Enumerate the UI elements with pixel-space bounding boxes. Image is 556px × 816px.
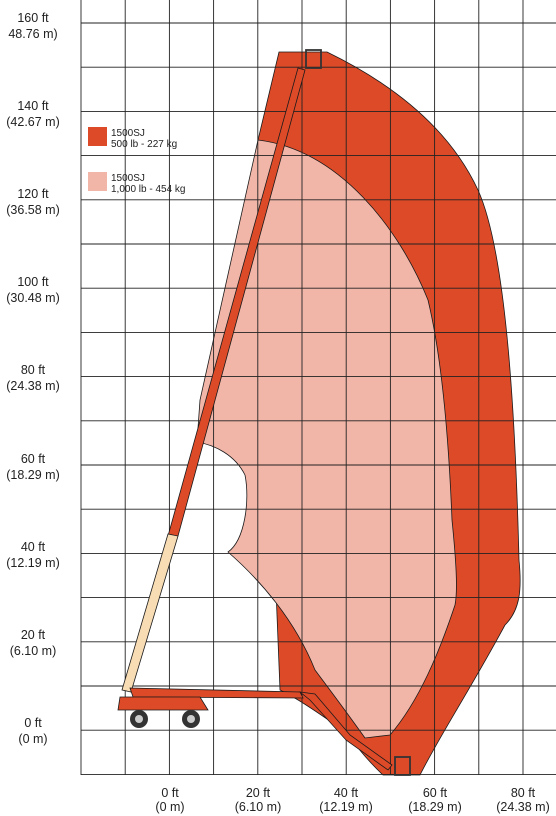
y-tick-100-metric: (30.48 m) — [6, 291, 60, 305]
y-axis-labels: 160 ft 48.76 m) 140 ft (42.67 m) 120 ft … — [6, 11, 60, 746]
y-tick-40-metric: (12.19 m) — [6, 556, 60, 570]
legend-swatch-1000lb — [88, 172, 107, 191]
lower-boom — [121, 533, 179, 693]
y-tick-140: 140 ft — [17, 99, 49, 113]
jib-lower — [129, 687, 304, 699]
rear-hub — [135, 715, 143, 723]
x-tick-80-metric: (24.38 m) — [496, 800, 550, 814]
legend-capacity-1000lb: 1,000 lb - 454 kg — [111, 184, 186, 195]
y-tick-20: 20 ft — [21, 628, 46, 642]
x-tick-20-metric: (6.10 m) — [235, 800, 282, 814]
x-tick-40: 40 ft — [334, 786, 359, 800]
y-tick-40: 40 ft — [21, 540, 46, 554]
y-tick-0: 0 ft — [24, 716, 42, 730]
jib-arm — [298, 691, 393, 771]
legend-swatch-500lb — [88, 127, 107, 146]
y-tick-160-metric: 48.76 m) — [8, 27, 57, 41]
y-tick-60-metric: (18.29 m) — [6, 468, 60, 482]
y-tick-20-metric: (6.10 m) — [10, 644, 57, 658]
legend-model-500lb: 1500SJ — [111, 128, 145, 139]
lower-basket — [394, 756, 411, 776]
upper-basket — [305, 49, 322, 69]
y-tick-80-metric: (24.38 m) — [6, 379, 60, 393]
x-tick-60-metric: (18.29 m) — [408, 800, 462, 814]
legend-model-1000lb: 1500SJ — [111, 173, 145, 184]
x-tick-40-metric: (12.19 m) — [319, 800, 373, 814]
y-tick-0-metric: (0 m) — [18, 732, 47, 746]
y-tick-140-metric: (42.67 m) — [6, 115, 60, 129]
legend: 1500SJ 500 lb - 227 kg 1500SJ 1,000 lb -… — [88, 127, 186, 195]
boom-assembly — [117, 49, 411, 776]
y-tick-120: 120 ft — [17, 187, 49, 201]
chassis — [117, 696, 209, 711]
x-axis-labels: 0 ft (0 m) 20 ft (6.10 m) 40 ft (12.19 m… — [155, 786, 549, 814]
y-tick-80: 80 ft — [21, 363, 46, 377]
x-tick-80: 80 ft — [511, 786, 536, 800]
legend-capacity-500lb: 500 lb - 227 kg — [111, 139, 177, 150]
y-tick-160: 160 ft — [17, 11, 49, 25]
x-tick-0-metric: (0 m) — [155, 800, 184, 814]
x-tick-20: 20 ft — [246, 786, 271, 800]
y-tick-60: 60 ft — [21, 452, 46, 466]
work-envelope-1000lb — [196, 139, 457, 739]
y-tick-120-metric: (36.58 m) — [6, 203, 60, 217]
x-tick-0: 0 ft — [161, 786, 179, 800]
x-tick-60: 60 ft — [423, 786, 448, 800]
front-hub — [187, 715, 195, 723]
y-tick-100: 100 ft — [17, 275, 49, 289]
